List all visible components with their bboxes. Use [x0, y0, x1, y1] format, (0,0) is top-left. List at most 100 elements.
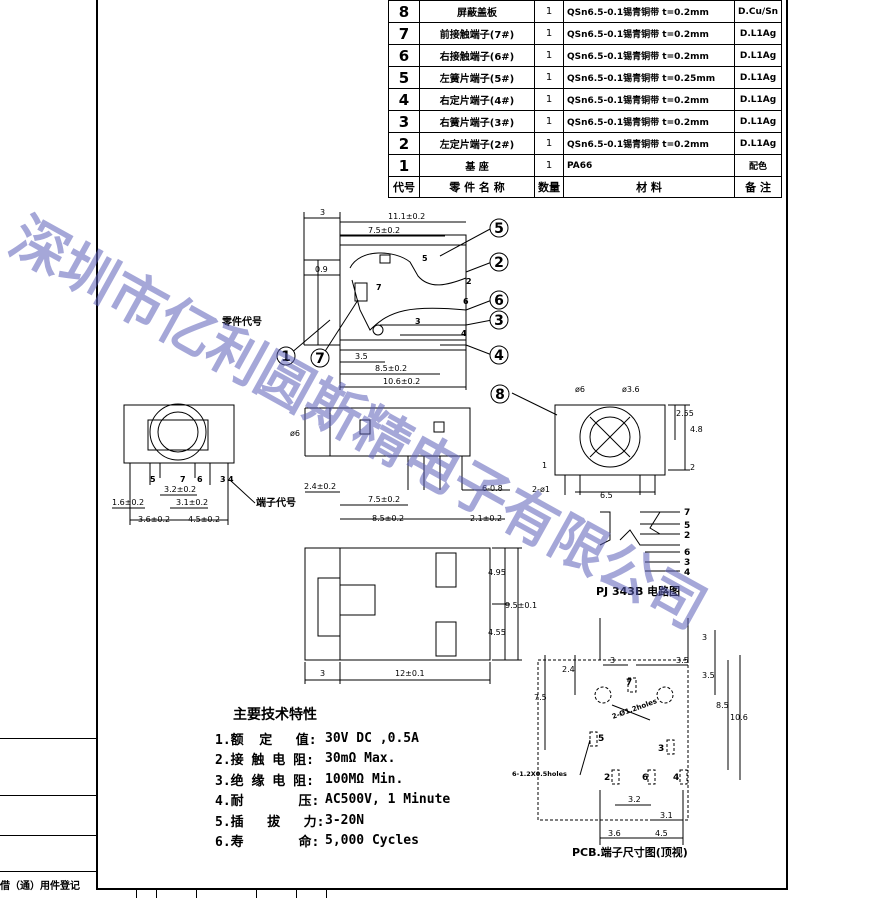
dim-sv-608: 6-0.8 — [482, 484, 503, 493]
circuit-pin-3: 3 — [684, 558, 690, 568]
top-pin-5: 5 — [422, 254, 428, 263]
dim-sv-75: 7.5±0.2 — [368, 495, 400, 504]
spec-value: 100MΩ Min. — [325, 771, 404, 787]
spec-value: 30V DC ,0.5A — [325, 730, 419, 746]
register-label: 借（通）用件登记 — [0, 881, 80, 892]
callout-3: 3 — [494, 313, 504, 329]
dim-fv-31: 3.1±0.2 — [176, 498, 208, 507]
dim-rv-65: 6.5 — [600, 491, 613, 500]
dim-pcb-45: 4.5 — [655, 829, 668, 838]
callout-4: 4 — [494, 348, 504, 364]
dim-bv-3: 3 — [320, 669, 325, 678]
top-side-view — [289, 212, 493, 390]
dim-top-35: 3.5 — [355, 352, 368, 361]
dim-pcb-24: 2.4 — [562, 665, 575, 674]
callout-5: 5 — [494, 221, 504, 237]
callout-1: 1 — [281, 349, 291, 365]
pcb-caption: PCB.端子尺寸图(顶视) — [572, 845, 688, 859]
spec-value: 3-20N — [325, 812, 365, 828]
specs-title: 主要技术特性 — [233, 707, 317, 723]
fv-pin-7: 7 — [180, 475, 186, 484]
spec-value: 30mΩ Max. — [325, 751, 396, 767]
dim-sv-21: 2.1±0.2 — [470, 514, 502, 523]
callout-2: 2 — [494, 255, 504, 271]
pin-callouts — [276, 218, 510, 404]
dim-rv-2phi1: 2-ø1 — [532, 485, 550, 494]
dim-fv-45: 4.5±0.2 — [188, 515, 220, 524]
spec-row: 6.寿 命: 5,000 Cycles — [215, 831, 450, 852]
dim-top-75: 7.5±0.2 — [368, 226, 400, 235]
dim-bv-95: 9.5±0.1 — [505, 601, 537, 610]
circuit-pin-4: 4 — [684, 568, 690, 578]
dim-pcb-35b: 3.5 — [702, 671, 715, 680]
spec-label: 2.接 触 电 阻: — [215, 753, 314, 769]
pcb-pin-3: 3 — [658, 744, 664, 754]
tech-specs: 主要技术特性 1.额 定 值: 30V DC ,0.5A 2.接 触 电 阻: 30m… — [215, 704, 450, 851]
dim-top-3: 3 — [320, 208, 325, 217]
dim-pcb-31: 3.1 — [660, 811, 673, 820]
dim-top-85: 8.5±0.2 — [375, 364, 407, 373]
top-pin-6: 6 — [463, 297, 469, 306]
dim-pcb-32: 3.2 — [628, 795, 641, 804]
dim-rv-phi36: ø3.6 — [622, 385, 640, 394]
right-view — [511, 392, 690, 495]
callout-8: 8 — [495, 387, 505, 403]
pcb-dims — [544, 618, 741, 845]
dim-bv-495: 4.95 — [488, 568, 506, 577]
left-register-strip: 借（通）用件登记 — [0, 738, 96, 897]
dim-rv-2: 2 — [690, 463, 695, 472]
dim-pcb-75: 7.5 — [534, 693, 547, 702]
bottom-view — [304, 547, 522, 684]
dim-pcb-35a: 3.5 — [676, 656, 689, 665]
spec-row: 4.耐 压:AC500V, 1 Minute — [215, 790, 450, 811]
dim-fv-phi6: ø6 — [290, 429, 300, 438]
dim-pcb-36: 3.6 — [608, 829, 621, 838]
dim-top-09: 0.9 — [315, 265, 328, 274]
callout-6: 6 — [494, 293, 504, 309]
dim-fv-16: 1.6±0.2 — [112, 498, 144, 507]
circuit-diagram — [599, 511, 680, 572]
dim-pcb-106: 10.6 — [730, 713, 748, 722]
top-pin-2: 2 — [466, 277, 472, 286]
pcb-pin-6: 6 — [642, 773, 648, 783]
dim-pcb-85: 8.5 — [716, 701, 729, 710]
dim-fv-32: 3.2±0.2 — [164, 485, 196, 494]
pcb-footprint — [537, 659, 689, 821]
spec-row: 1.额 定 值: 30V DC ,0.5A — [215, 728, 450, 749]
pcb-pin-2: 2 — [604, 773, 610, 783]
fv-pin-5: 5 — [150, 475, 156, 484]
circuit-caption: PJ 343B 电路图 — [596, 584, 680, 598]
dim-rv-phi6: ø6 — [575, 385, 585, 394]
spec-label: 1.额 定 值: — [215, 732, 317, 748]
top-pin-7: 7 — [376, 283, 382, 292]
pcb-pin-7: 7 — [626, 678, 632, 688]
fv-pin-4: 4 — [228, 475, 234, 484]
circuit-pin-5: 5 — [684, 521, 690, 531]
spec-label: 3.绝 缘 电 阻: — [215, 773, 314, 789]
dim-sv-24: 2.4±0.2 — [304, 482, 336, 491]
terminal-code-label: 端子代号 — [256, 496, 296, 509]
bom-cell-remark: 备 注 — [733, 176, 783, 198]
top-pin-3: 3 — [415, 317, 421, 326]
dim-top-11: 11.1±0.2 — [388, 212, 425, 221]
spec-row: 5.插 拔 力:3-20N — [215, 810, 450, 831]
holes-2-label: 2-Ø1.2holes — [611, 697, 658, 721]
spec-value: 5,000 Cycles — [325, 833, 419, 849]
spec-label: 5.插 拔 力: — [215, 814, 325, 830]
dim-top-106: 10.6±0.2 — [383, 377, 420, 386]
spec-label: 6.寿 命: — [215, 835, 320, 851]
dim-rv-1: 1 — [542, 461, 547, 470]
bom-header-row: 代号零 件 名 称数量材 料备 注 — [388, 176, 783, 198]
circuit-pin-7: 7 — [684, 508, 690, 518]
circuit-pin-2: 2 — [684, 531, 690, 541]
dim-pcb-3b: 3 — [702, 633, 707, 642]
front-view — [112, 403, 256, 525]
dim-sv-85: 8.5±0.2 — [372, 514, 404, 523]
